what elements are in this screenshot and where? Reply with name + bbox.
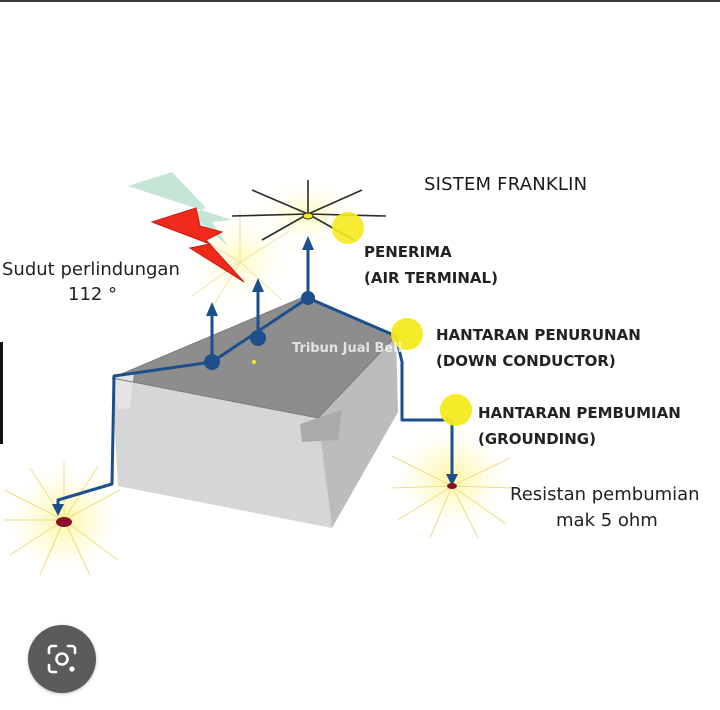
marker-air-terminal	[332, 212, 364, 244]
protection-angle-label: Sudut perlindungan	[2, 259, 180, 280]
lightning-shadow-icon	[128, 172, 232, 246]
arrow-ground-right-icon	[446, 474, 458, 486]
grounding-sublabel: (GROUNDING)	[478, 430, 596, 448]
ground-point-left	[56, 517, 72, 527]
air-terminal-tip	[302, 212, 314, 220]
diagram-title: SISTEM FRANKLIN	[424, 174, 588, 195]
node-mid	[250, 330, 266, 346]
top-border	[0, 0, 720, 2]
down-conductor-sublabel: (DOWN CONDUCTOR)	[436, 352, 616, 370]
earth-resistance-label: Resistan pembumian	[510, 484, 700, 505]
lightning-bolt-icon	[150, 207, 245, 283]
arrow-rod-left-icon	[206, 302, 218, 316]
house-side-wall	[318, 336, 398, 528]
arrow-ground-left-icon	[52, 504, 64, 516]
left-edge-bar	[0, 342, 3, 444]
ground-point-right	[447, 483, 457, 489]
receiver-label: PENERIMA	[364, 243, 452, 261]
node-left	[204, 354, 220, 370]
earth-resistance-value: mak 5 ohm	[556, 510, 658, 531]
arrow-rod-mid-icon	[252, 278, 264, 292]
grounding-label: HANTARAN PEMBUMIAN	[478, 404, 681, 422]
down-conductor-label: HANTARAN PENURUNAN	[436, 326, 641, 344]
lens-search-button[interactable]	[28, 625, 96, 693]
ground-rays-right	[391, 455, 515, 539]
arrow-air-terminal-icon	[302, 236, 314, 250]
roof-spark	[252, 360, 256, 364]
lens-search-icon	[47, 644, 77, 674]
watermark: Tribun Jual Beli	[292, 341, 403, 356]
protection-angle-value: 112 °	[68, 284, 118, 305]
marker-down-conductor	[391, 318, 423, 350]
marker-grounding	[440, 394, 472, 426]
house-eave-right	[300, 410, 342, 442]
house-roof	[112, 296, 396, 418]
air-terminal-sparkle	[231, 180, 387, 241]
receiver-sublabel: (AIR TERMINAL)	[364, 269, 498, 287]
node-top	[301, 291, 315, 305]
house-front-wall	[112, 378, 332, 528]
ground-rays-left	[3, 462, 121, 576]
